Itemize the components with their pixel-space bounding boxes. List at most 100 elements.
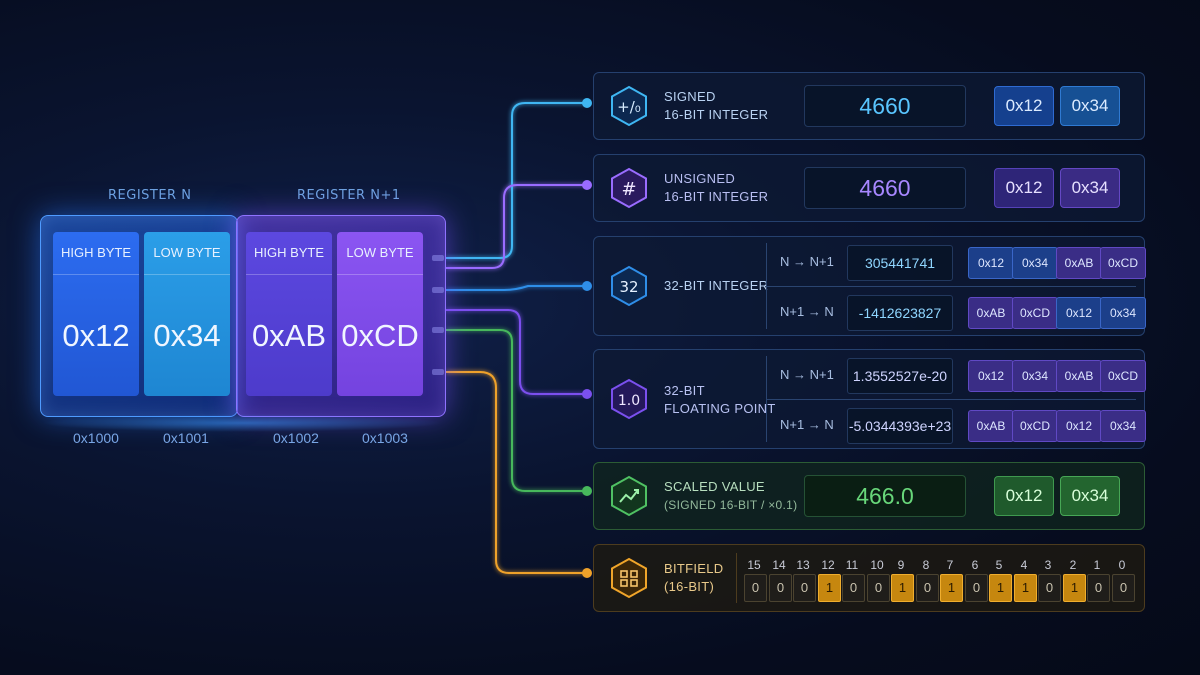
byte-chip: 0x34: [1100, 410, 1146, 442]
divider: [766, 399, 1136, 400]
bit-cell: 0: [867, 574, 890, 602]
byte-value: 0x34: [153, 318, 221, 353]
bit-number-label: 5: [995, 558, 1003, 572]
float32-panel: 1.0 32-BIT FLOATING POINT N → N+1 1.3552…: [593, 349, 1146, 449]
panel-title-line2: (SIGNED 16-BIT / ×0.1): [664, 498, 798, 512]
bit-number-label: 4: [1020, 558, 1028, 572]
bit-cell: 1: [1063, 574, 1086, 602]
byte-chip: 0xAB: [1056, 360, 1102, 392]
float-value: 1.3552527e-20: [847, 358, 953, 394]
bit-cell: 0: [1087, 574, 1110, 602]
byte-cell: HIGH BYTE 0xAB: [246, 232, 332, 396]
bit-cell: 1: [940, 574, 963, 602]
signed-int-panel: +/₀ SIGNED 16-BIT INTEGER 4660 0x12 0x34: [593, 72, 1145, 140]
float-value: -5.0344393e+23: [847, 408, 953, 444]
byte-value: 0x12: [62, 318, 130, 353]
bit-number-label: 13: [796, 558, 810, 572]
bit-number-label: 6: [971, 558, 979, 572]
bit-number-label: 10: [870, 558, 884, 572]
panel-title-line2: FLOATING POINT: [664, 401, 776, 416]
hash-icon: #: [611, 167, 647, 209]
scaled-value-panel: SCALED VALUE (SIGNED 16-BIT / ×0.1) 466.…: [593, 462, 1145, 530]
bit-number-label: 7: [946, 558, 954, 572]
byte-address: 0x1002: [273, 430, 319, 446]
byte-chip: 0x12: [968, 247, 1014, 279]
svg-text:+/₀: +/₀: [617, 98, 641, 116]
bit-cell: 0: [842, 574, 865, 602]
port-handle: [432, 255, 444, 261]
byte-chip: 0x12: [994, 476, 1054, 516]
byte-cell: LOW BYTE 0xCD: [337, 232, 423, 396]
port-handle: [432, 327, 444, 333]
wire-dot-bitfield: [582, 568, 592, 578]
bit-cell: 1: [989, 574, 1012, 602]
panel-title-line2: (16-BIT): [664, 579, 715, 594]
byte-chip: 0x34: [1060, 86, 1120, 126]
byte-header: HIGH BYTE: [53, 232, 139, 275]
byte-chip: 0xCD: [1100, 360, 1146, 392]
number-32-icon: 32: [611, 265, 647, 307]
plus-slash-percent-icon: +/₀: [611, 85, 647, 127]
bit-number-label: 0: [1118, 558, 1126, 572]
decimal-icon: 1.0: [611, 378, 647, 420]
wire-dot-scaled: [582, 486, 592, 496]
int32-value: -1412623827: [847, 295, 953, 331]
bit-number-label: 12: [821, 558, 835, 572]
svg-text:1.0: 1.0: [618, 393, 640, 409]
bit-cell: 0: [744, 574, 767, 602]
byte-order-label: N → N+1: [780, 254, 834, 269]
byte-value: 0xAB: [251, 318, 327, 353]
register-n1-label: REGISTER N+1: [297, 188, 401, 203]
grid-icon: [611, 557, 647, 599]
bit-cell: 0: [1038, 574, 1061, 602]
byte-chip: 0xAB: [968, 297, 1014, 329]
byte-chip: 0x34: [1060, 168, 1120, 208]
bit-number-label: 2: [1069, 558, 1077, 572]
divider: [736, 553, 737, 603]
register-glow: [40, 414, 444, 432]
panel-title-line2: 16-BIT INTEGER: [664, 107, 769, 122]
byte-order-label: N+1 → N: [780, 304, 834, 319]
panel-title-line1: UNSIGNED: [664, 171, 736, 186]
byte-chip: 0xCD: [1100, 247, 1146, 279]
panel-title-line1: SCALED VALUE: [664, 479, 765, 494]
wire-dot-float: [582, 389, 592, 399]
byte-chip: 0xAB: [968, 410, 1014, 442]
bit-number-label: 14: [772, 558, 786, 572]
byte-address: 0x1001: [163, 430, 209, 446]
bit-cell: 0: [793, 574, 816, 602]
wire-unsigned: [446, 184, 586, 269]
byte-chip: 0xCD: [1012, 410, 1058, 442]
bit-cell: 0: [965, 574, 988, 602]
byte-chip: 0x12: [1056, 410, 1102, 442]
byte-chip: 0x12: [994, 168, 1054, 208]
bit-number-label: 11: [845, 558, 859, 572]
port-handle: [432, 369, 444, 375]
panel-title-line1: 32-BIT: [664, 383, 705, 398]
wire-bitfield: [446, 371, 586, 574]
byte-chip: 0x12: [968, 360, 1014, 392]
bit-number-label: 9: [897, 558, 905, 572]
unsigned-value: 4660: [804, 167, 966, 209]
byte-order-label: N → N+1: [780, 367, 834, 382]
wire-dot-signed: [582, 98, 592, 108]
byte-address: 0x1003: [362, 430, 408, 446]
int32-panel: 32 32-BIT INTEGER N → N+1 305441741 0x12…: [593, 236, 1146, 336]
bit-number-label: 15: [747, 558, 761, 572]
byte-chip: 0x34: [1100, 297, 1146, 329]
bit-number-label: 3: [1044, 558, 1052, 572]
bit-cell: 0: [1112, 574, 1135, 602]
byte-value: 0xCD: [341, 318, 419, 353]
byte-cell: HIGH BYTE 0x12: [53, 232, 139, 396]
bit-number-label: 1: [1093, 558, 1101, 572]
bit-cell: 0: [769, 574, 792, 602]
wire-dot-int32: [582, 281, 592, 291]
register-n-label: REGISTER N: [108, 188, 192, 203]
byte-header: LOW BYTE: [337, 232, 423, 275]
trend-chart-icon: [611, 475, 647, 517]
scaled-value: 466.0: [804, 475, 966, 517]
bit-number-label: 8: [922, 558, 930, 572]
svg-text:#: #: [621, 179, 636, 200]
byte-order-label: N+1 → N: [780, 417, 834, 432]
